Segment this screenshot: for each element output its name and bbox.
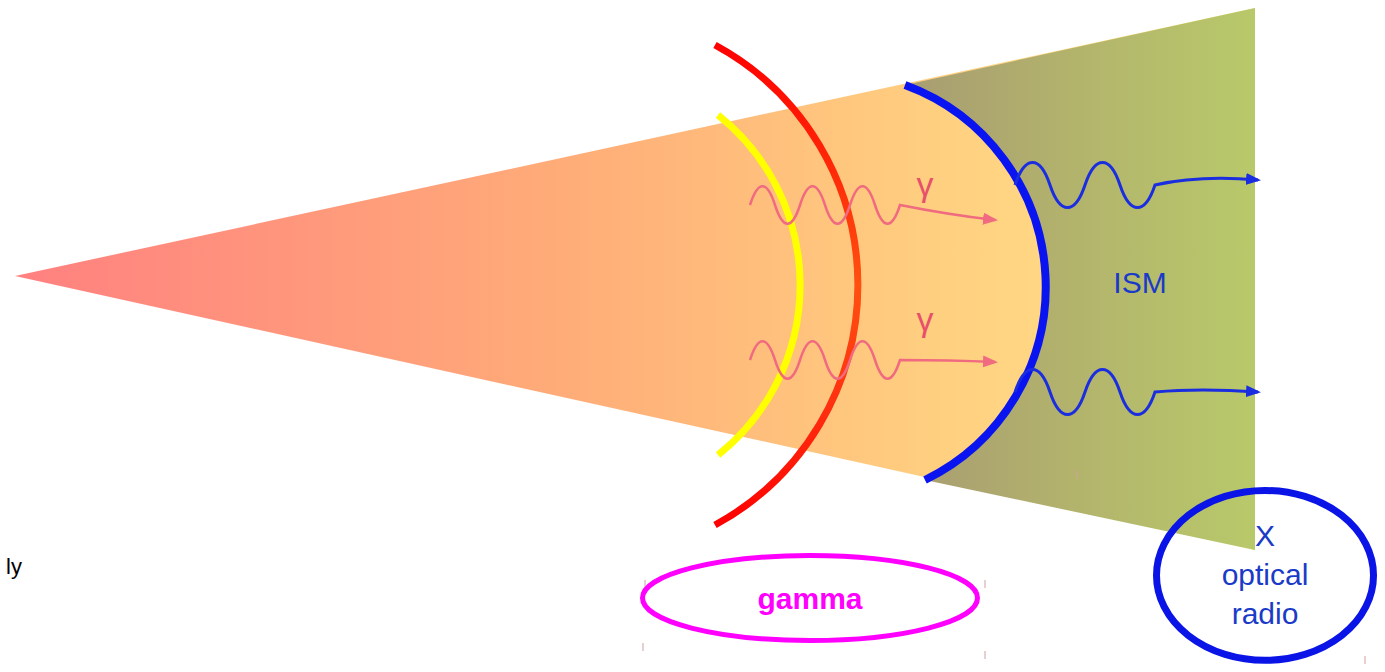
inner-shell: [718, 115, 800, 455]
tick-marks: [643, 470, 1365, 664]
node-text: gamma: [757, 579, 862, 618]
jet-cone: [15, 8, 1255, 550]
ellipse-outline: [1157, 490, 1374, 660]
ism-region: [905, 8, 1255, 550]
afterglow-ellipse: X optical radio: [1153, 487, 1377, 664]
gamma-symbol: γ: [917, 166, 934, 203]
afterglow-photon: [1015, 370, 1258, 415]
gamma-photon: [750, 186, 995, 224]
node-text: X optical radio: [1222, 516, 1309, 633]
ellipse-outline: [643, 556, 978, 641]
gamma-photon: [750, 341, 995, 379]
outer-shell: [715, 45, 858, 525]
external-shock: [905, 85, 1046, 480]
gamma-ellipse: gamma: [640, 553, 980, 643]
afterglow-photon: [1015, 163, 1258, 208]
cut-text: ly: [6, 555, 22, 579]
medium-label: ISM: [1113, 266, 1166, 299]
gamma-symbol: γ: [917, 301, 934, 338]
